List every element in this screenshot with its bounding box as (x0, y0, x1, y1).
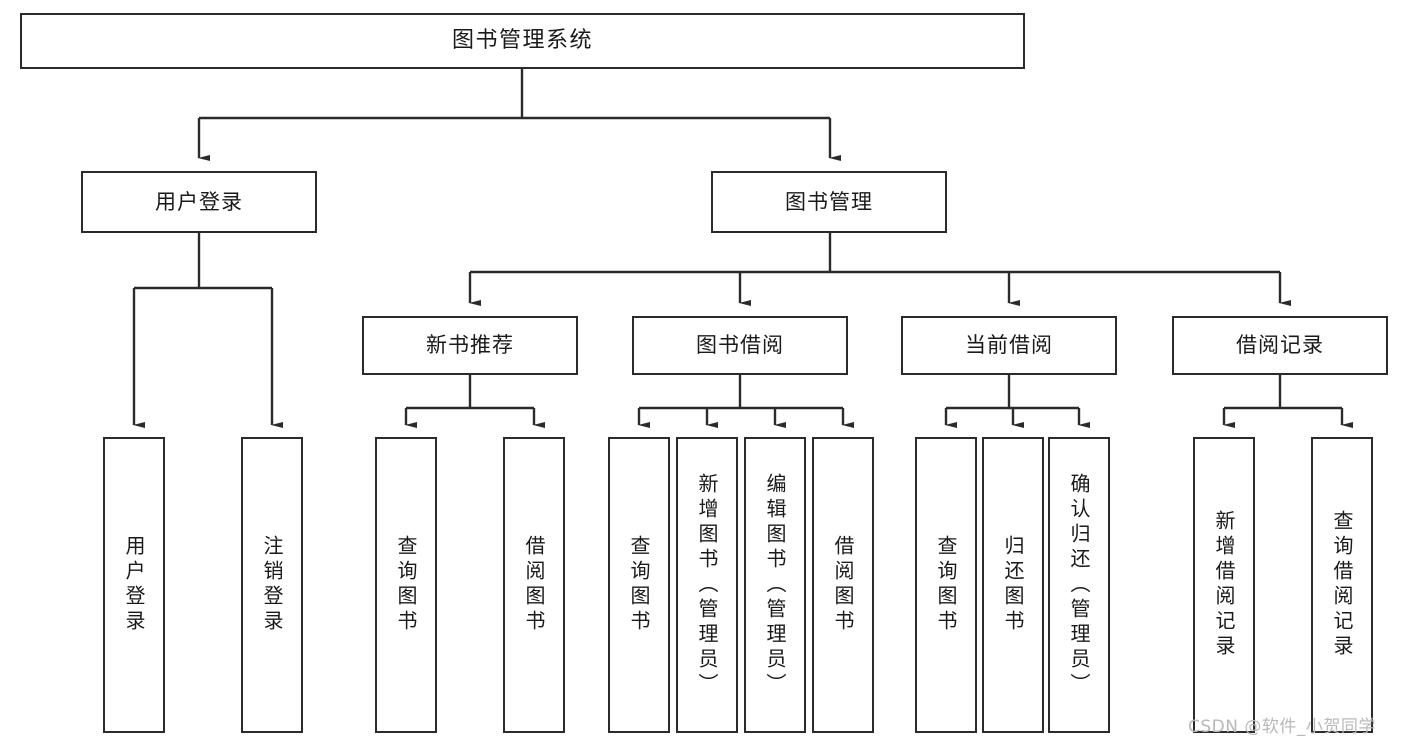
node-label: 确认归还（管理员） (1067, 472, 1091, 698)
node-label: 新增借阅记录 (1212, 510, 1236, 660)
node-book-management[interactable]: 图书管理 (711, 171, 947, 233)
leaf-current-return-book[interactable]: 归还图书 (982, 437, 1044, 733)
node-label: 新书推荐 (426, 333, 514, 358)
node-label: 查询图书 (394, 535, 418, 635)
node-label: 借阅图书 (522, 535, 546, 635)
leaf-current-confirm-return[interactable]: 确认归还（管理员） (1048, 437, 1110, 733)
node-label: 编辑图书（管理员） (763, 472, 787, 698)
node-label: 用户登录 (122, 535, 146, 635)
node-book-borrow[interactable]: 图书借阅 (632, 316, 848, 375)
leaf-user-logout[interactable]: 注销登录 (241, 437, 303, 733)
node-label: 用户登录 (155, 189, 243, 214)
leaf-new-book-query[interactable]: 查询图书 (375, 437, 437, 733)
node-label: 新增图书（管理员） (695, 472, 719, 698)
node-label: 归还图书 (1001, 535, 1025, 635)
node-current-borrow[interactable]: 当前借阅 (901, 316, 1117, 375)
node-label: 查询借阅记录 (1330, 510, 1354, 660)
leaf-borrow-edit-book[interactable]: 编辑图书（管理员） (744, 437, 806, 733)
node-label: 注销登录 (260, 535, 284, 635)
leaf-user-login[interactable]: 用户登录 (103, 437, 165, 733)
leaf-record-query[interactable]: 查询借阅记录 (1311, 437, 1373, 733)
node-new-book-recommend[interactable]: 新书推荐 (362, 316, 578, 375)
leaf-borrow-query-book[interactable]: 查询图书 (608, 437, 670, 733)
leaf-record-add[interactable]: 新增借阅记录 (1193, 437, 1255, 733)
node-label: 借阅图书 (831, 535, 855, 635)
leaf-current-query-book[interactable]: 查询图书 (915, 437, 977, 733)
node-label: 图书借阅 (696, 333, 784, 358)
node-label: 当前借阅 (965, 333, 1053, 358)
node-label: 借阅记录 (1236, 333, 1324, 358)
leaf-new-book-borrow[interactable]: 借阅图书 (503, 437, 565, 733)
node-label: 图书管理 (785, 189, 873, 214)
node-label: 查询图书 (627, 535, 651, 635)
node-borrow-record[interactable]: 借阅记录 (1172, 316, 1388, 375)
node-root-system[interactable]: 图书管理系统 (20, 13, 1025, 69)
node-label: 图书管理系统 (451, 28, 593, 54)
watermark: CSDN @软件_小贺同学 (1188, 717, 1376, 737)
leaf-borrow-add-book[interactable]: 新增图书（管理员） (676, 437, 738, 733)
node-label: 查询图书 (934, 535, 958, 635)
leaf-borrow-borrow-book[interactable]: 借阅图书 (812, 437, 874, 733)
node-user-login[interactable]: 用户登录 (81, 171, 317, 233)
